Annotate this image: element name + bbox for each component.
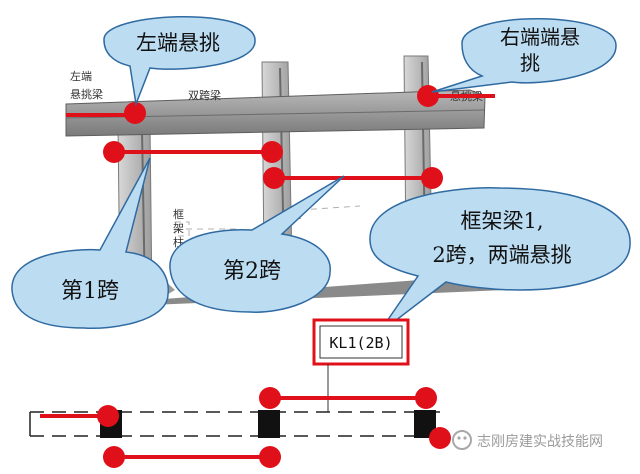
right-cantilever-label-1: 右端端悬 [500,25,580,49]
watermark: 志刚房建实战技能网 [452,430,603,450]
left-cantilever-dot [124,102,146,124]
span1-label: 第1跨 [61,279,119,304]
left-cantilever-label: 左端悬挑 [136,31,220,55]
callout-span1: 第1跨 [11,157,170,330]
main-beam [65,89,486,137]
double-span-beam-label: 双跨梁 [188,88,221,102]
right-cantilever-label-2: 挑 [520,51,540,75]
right-cantilever-dot [417,85,439,107]
callout-left-cantilever: 左端悬挑 [103,15,256,107]
plan-right-cantilever-dot [429,427,451,449]
span1-left-dot [103,141,125,163]
beam-tag-label: KL1(2B) [329,334,392,352]
span2-left-dot [263,167,285,189]
callout-right-cantilever: 右端端悬 挑 [431,18,617,93]
beam-tag: KL1(2B) [312,318,410,412]
callout-frame-beam: 框架梁1, 2跨，两端悬挑 [369,187,631,335]
frame-column-label-1: 框 [173,208,184,221]
plan-span1-left-dot [103,446,125,468]
callout-span2: 第2跨 [169,175,345,313]
frame-beam-label-1: 框架梁1, [460,209,543,233]
frame-beam-label-2: 2跨，两端悬挑 [432,243,571,267]
span2-label: 第2跨 [223,259,281,284]
span1-right-dot [261,141,283,163]
wechat-icon [452,430,472,450]
plan-column-2 [258,410,280,438]
plan-span1-right-dot [259,446,281,468]
span-markers [66,85,495,189]
watermark-text: 志刚房建实战技能网 [477,434,603,450]
plan-view [29,387,451,468]
plan-span2-right-dot [415,387,437,409]
plan-left-dot [97,405,119,427]
left-end-label-1: 左端 [70,70,92,83]
span2-right-dot [421,167,443,189]
plan-column-3 [414,410,436,438]
frame-column-label-2: 架 [173,222,184,235]
left-end-label-2: 悬挑梁 [70,87,103,101]
plan-span2-left-dot [259,387,281,409]
frame-column-label-3: 柱 [173,235,184,249]
